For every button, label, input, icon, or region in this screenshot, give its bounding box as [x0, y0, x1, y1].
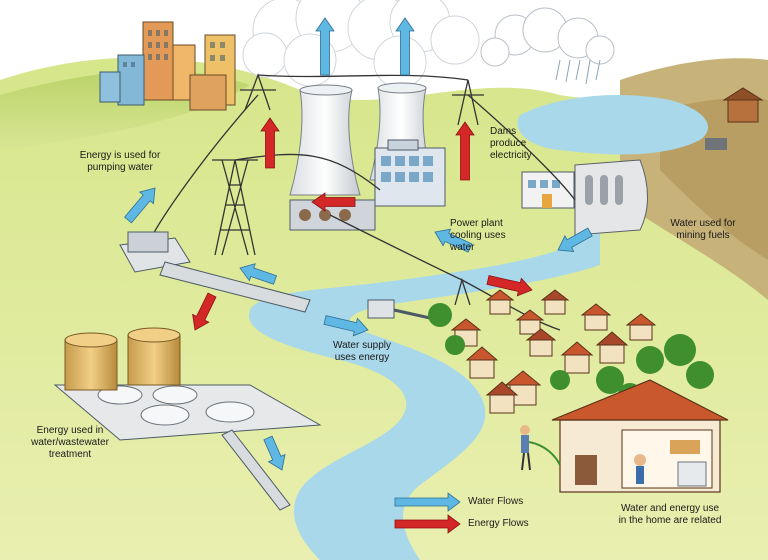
power-plant-building — [289, 139, 446, 231]
energy-arrow-up-2 — [455, 121, 475, 181]
pump-station — [119, 231, 311, 313]
water-arrow-outflow — [263, 435, 286, 471]
water-arrow-steam-1 — [315, 17, 335, 76]
dam — [574, 159, 648, 236]
water-arrow-steam-2 — [395, 17, 415, 76]
legend-water-label: Water Flows — [468, 496, 524, 507]
rain-cloud — [480, 7, 615, 85]
mine-shack — [705, 87, 764, 150]
suburb-houses — [428, 289, 714, 414]
water-arrow-dam — [557, 227, 593, 252]
transmission-towers — [149, 73, 576, 331]
legend-water-arrow — [394, 492, 461, 512]
water-arrow-pumping — [124, 187, 156, 224]
water-arrow-supply — [323, 315, 369, 337]
legend-water: Water Flows — [468, 496, 523, 507]
treatment-plant — [53, 327, 322, 511]
legend-energy: Energy Flows — [468, 518, 529, 529]
water-arrow-pump-in — [239, 263, 278, 285]
cutaway-house — [551, 379, 729, 493]
hydro-building — [521, 171, 575, 209]
water-arrow-cooling — [434, 228, 473, 253]
energy-arrow-up-1 — [260, 117, 280, 169]
legend-swatches — [394, 492, 461, 534]
legend-energy-arrow — [394, 514, 461, 534]
supply-pump — [367, 299, 431, 320]
energy-arrow-treatment — [192, 292, 217, 331]
energy-arrow-suburb — [486, 275, 533, 297]
energy-arrow-plant — [311, 192, 356, 212]
legend-energy-label: Energy Flows — [468, 518, 529, 529]
reservoir — [517, 95, 709, 155]
person-with-hose — [520, 425, 561, 471]
flow-arrows — [124, 17, 593, 471]
city-skyline — [99, 21, 236, 111]
river — [248, 230, 600, 560]
